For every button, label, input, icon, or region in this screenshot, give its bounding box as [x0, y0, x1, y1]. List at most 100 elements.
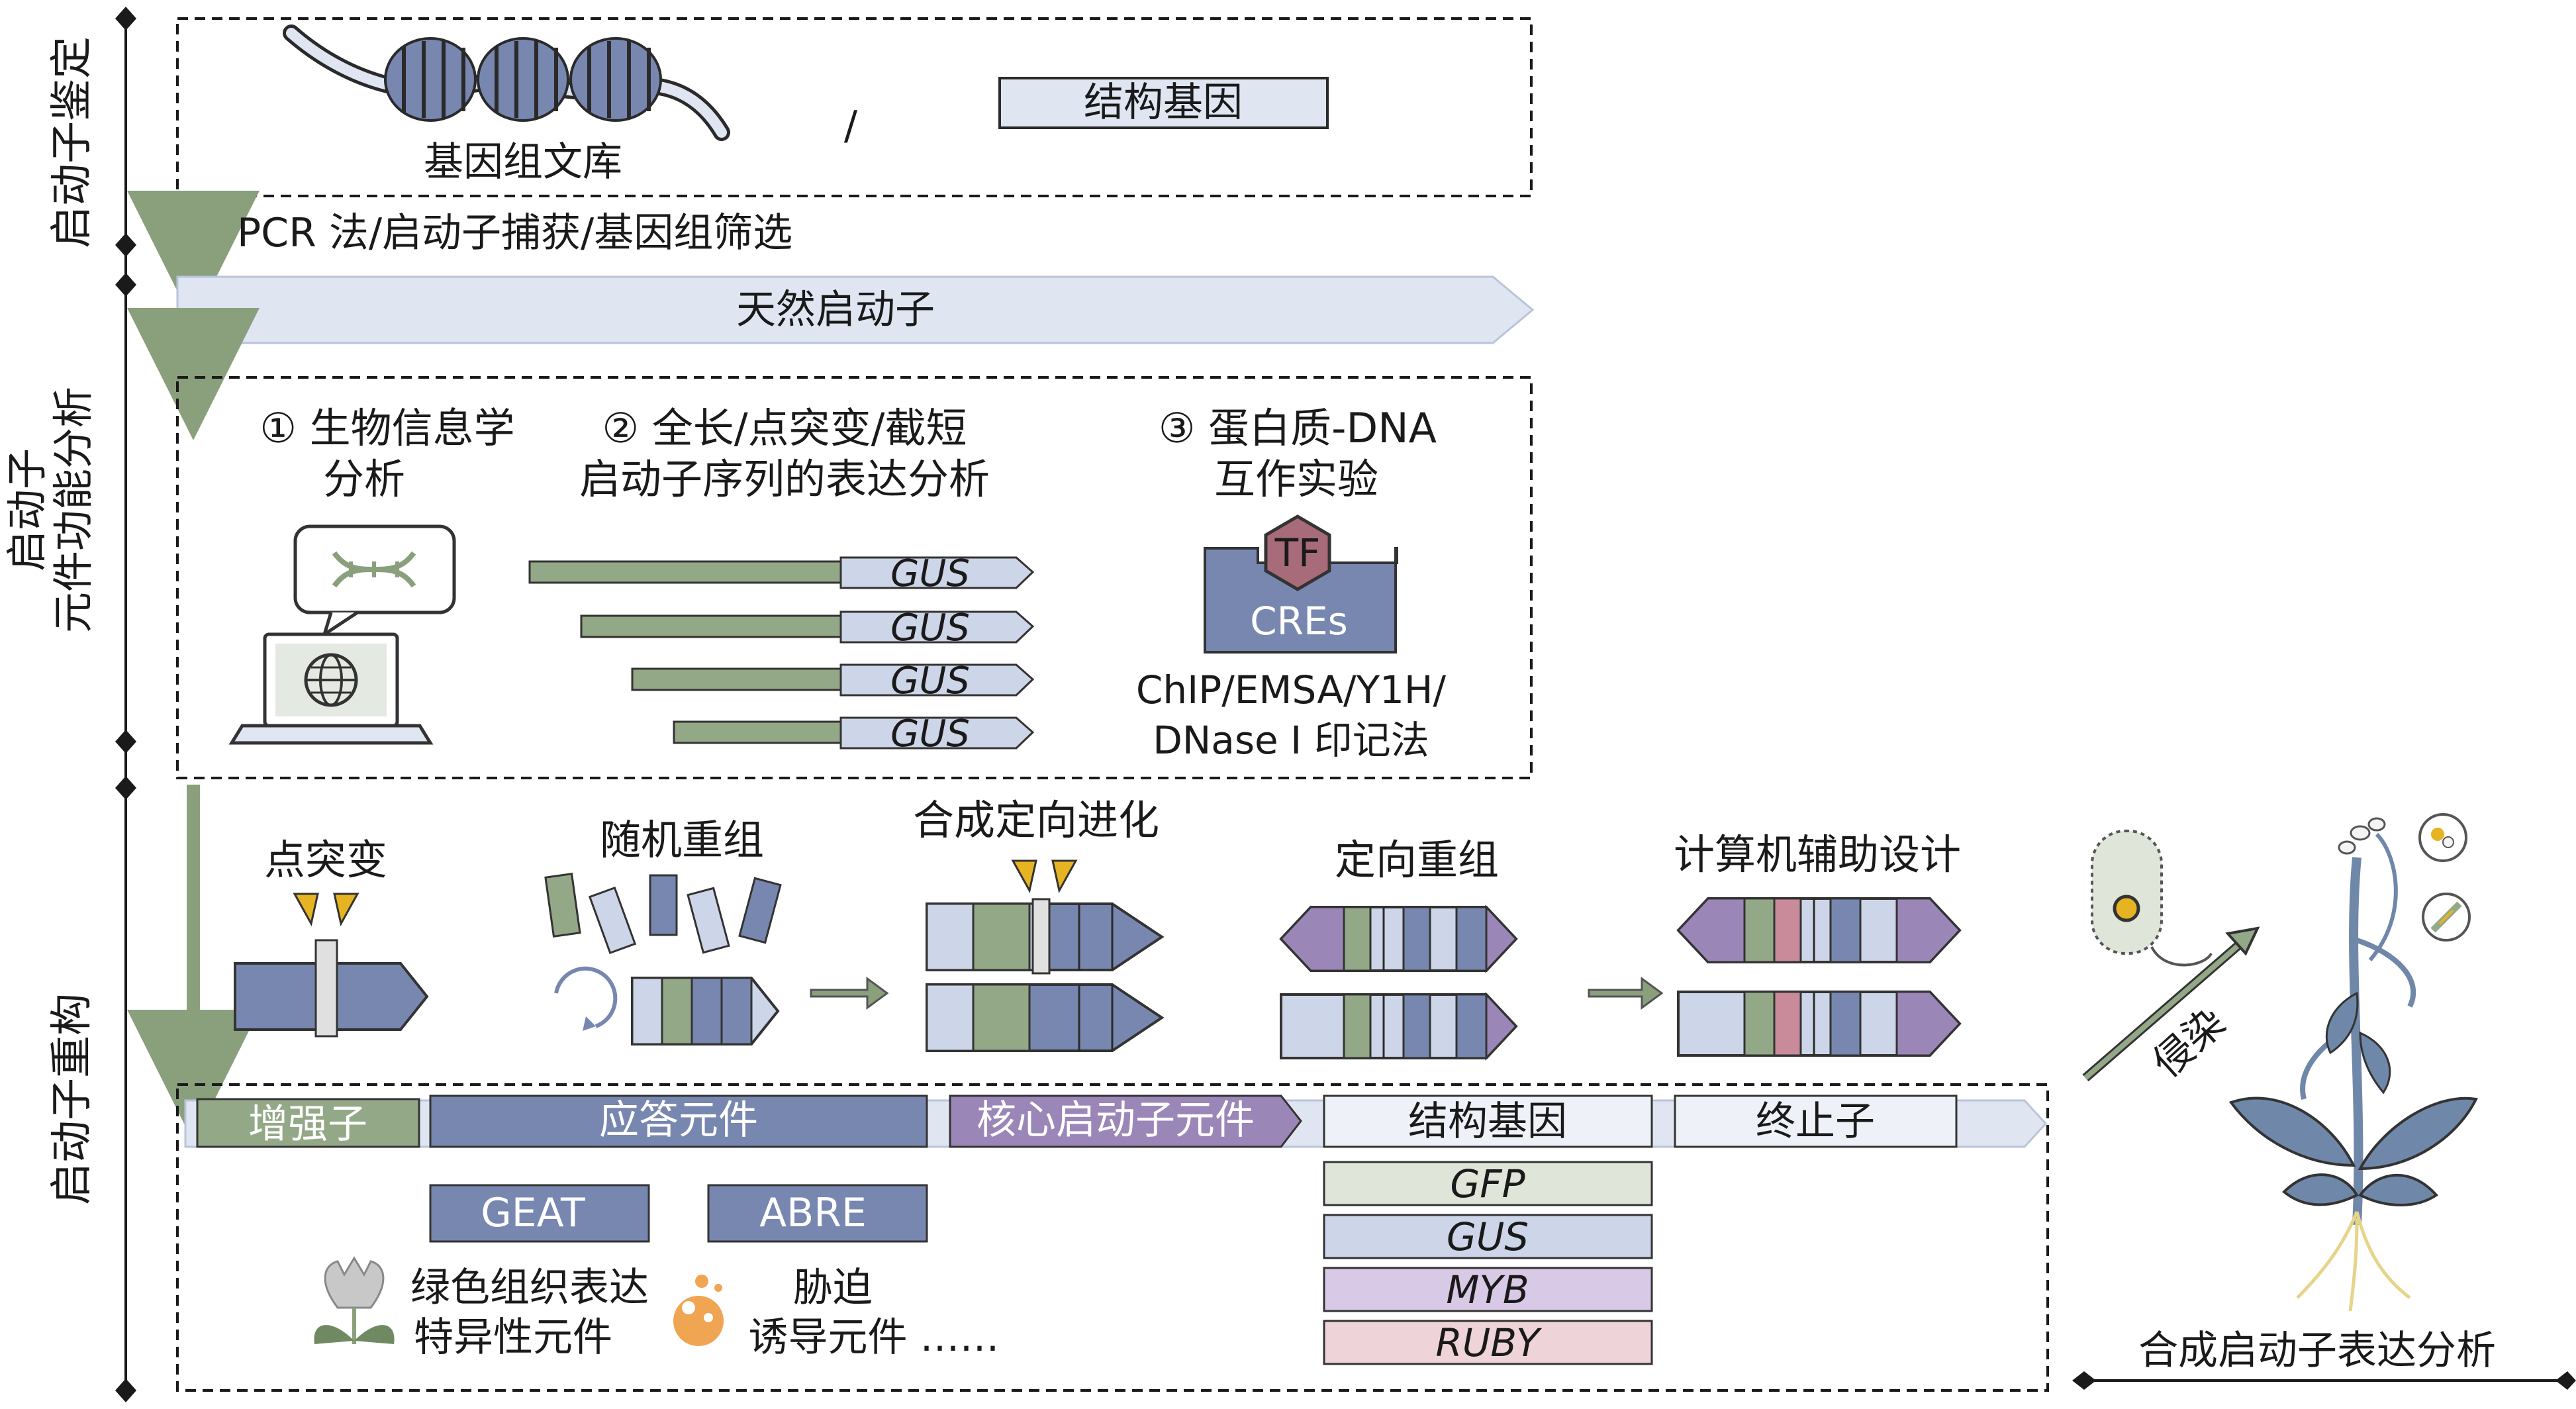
directed-recomb-icon	[1279, 904, 1518, 1061]
section-identification: 启动子鉴定	[48, 36, 97, 248]
analysis-frame	[176, 376, 1533, 779]
reconstruction-methods: 点突变 随机重组 合成定向进化	[234, 796, 1962, 1061]
axis-diamond	[115, 233, 136, 257]
natural-promoter-label: 天然启动子	[736, 287, 935, 333]
terminator-box	[1674, 1094, 1958, 1148]
tulip-icon	[314, 1256, 395, 1344]
stress-line-2: 诱导元件 ……	[748, 1314, 999, 1361]
expr-title-2: 启动子序列的表达分析	[579, 455, 990, 503]
ruby-label: RUBY	[1436, 1320, 1543, 1365]
green-tissue-line-1: 绿色组织表达	[410, 1265, 649, 1311]
section-analysis-line2: 元件功能分析	[49, 387, 97, 633]
identification-frame	[176, 17, 1533, 197]
pd-title-2: 互作实验	[1214, 455, 1378, 503]
structural-gene-label: 结构基因	[1084, 79, 1243, 126]
slash-label: /	[844, 103, 858, 149]
stress-icon	[673, 1275, 724, 1346]
axis-diamond	[2072, 1371, 2096, 1390]
gfp-label: GFP	[1450, 1161, 1525, 1206]
structural-gene-box	[998, 77, 1329, 129]
enhancer-box	[196, 1098, 420, 1148]
random-recomb-title: 随机重组	[600, 816, 764, 864]
construct-panel: 增强子 应答元件 核心启动子元件 结构基因 终止子 GEAT ABRE 绿色组织…	[176, 1083, 2049, 1392]
response-element-label: 应答元件	[599, 1097, 758, 1143]
axis-diamond	[115, 730, 136, 753]
dna-icon	[332, 551, 416, 588]
core-promoter-box	[949, 1094, 1302, 1148]
cre-block	[1204, 547, 1398, 654]
nucleosome	[384, 37, 477, 122]
gus-label: GUS	[890, 552, 970, 595]
flow-arrow	[810, 977, 889, 1010]
ruby-box	[1323, 1320, 1653, 1365]
computer-design-icon	[1676, 897, 1962, 1057]
abre-label: ABRE	[759, 1190, 867, 1236]
plant-icon	[2228, 817, 2479, 1312]
assay-line-1: ChIP/EMSA/Y1H/	[1136, 667, 1447, 712]
library-label: 基因组文库	[424, 139, 622, 185]
gus-box	[839, 663, 1035, 697]
pd-title-1: ③ 蛋白质-DNA	[1159, 404, 1437, 452]
promoter-bar	[528, 560, 842, 584]
directed-evolution-icon	[926, 859, 1165, 1052]
response-element-box	[429, 1094, 928, 1148]
promoter-bar	[631, 667, 842, 691]
gus-label: GUS	[890, 712, 970, 755]
left-axis: 启动子鉴定 启动子 元件功能分析 启动子重构	[3, 7, 136, 1402]
bio-title-2: 分析	[323, 455, 405, 503]
directed-evolution-title: 合成定向进化	[913, 796, 1159, 844]
computer-design-title: 计算机辅助设计	[1674, 830, 1961, 879]
gfp-box	[1323, 1161, 1653, 1206]
gus-box	[839, 556, 1035, 589]
globe-icon	[304, 653, 358, 707]
structural-gene-label-2: 结构基因	[1408, 1098, 1567, 1145]
laptop-base	[228, 724, 434, 745]
genomic-library-icon	[283, 24, 730, 141]
flow-arrow	[1588, 977, 1664, 1010]
gus-reporter-box	[1323, 1214, 1653, 1259]
structural-gene-box	[1323, 1094, 1653, 1148]
axis-diamond	[115, 1379, 136, 1402]
construct-frame	[176, 1083, 2049, 1392]
myb-box	[1323, 1267, 1653, 1312]
infection-arrow	[2083, 938, 2246, 1081]
flower-detail-icon	[2418, 813, 2471, 942]
green-tissue-line-2: 特异性元件	[414, 1314, 612, 1361]
gus-reporter-label: GUS	[1447, 1214, 1529, 1259]
laptop-icon	[228, 524, 456, 745]
axis-diamond	[2555, 1371, 2576, 1390]
axis-diamond	[115, 7, 136, 30]
axis-diamond	[115, 273, 136, 297]
expr-title-1: ② 全长/点突变/截短	[602, 404, 967, 452]
identification-panel: 基因组文库 / 结构基因	[176, 17, 1533, 197]
myb-label: MYB	[1446, 1267, 1529, 1312]
gus-box	[839, 716, 1035, 750]
cres-label: CREs	[1250, 599, 1348, 644]
assay-line-2: DNase I 印记法	[1153, 718, 1429, 763]
nucleosome	[569, 37, 662, 122]
terminator-label: 终止子	[1756, 1098, 1875, 1145]
section-analysis-line1: 启动子	[3, 448, 51, 571]
stress-line-1: 胁迫	[793, 1265, 873, 1311]
random-recomb-icon	[544, 872, 782, 1045]
axis-diamond	[115, 776, 136, 800]
expression-analysis-label: 合成启动子表达分析	[2138, 1328, 2496, 1374]
promoter-bar	[580, 614, 842, 638]
analysis-panel: ① 生物信息学 分析 ② 全长/点突变/截短 启动子序列	[176, 376, 1533, 779]
gus-box	[839, 610, 1035, 644]
section-reconstruction: 启动子重构	[48, 993, 97, 1205]
infection-panel: 侵染	[2082, 813, 2479, 1312]
directed-recomb-title: 定向重组	[1335, 836, 1499, 884]
enhancer-label: 增强子	[248, 1101, 367, 1147]
core-promoter-label: 核心启动子元件	[977, 1097, 1255, 1143]
truncation-constructs: GUS GUS GUS GUS	[528, 552, 1035, 755]
abre-box	[707, 1184, 928, 1243]
promoter-bar	[673, 720, 842, 744]
cycle-icon	[554, 966, 618, 1028]
methods-label: PCR 法/启动子捕获/基因组筛选	[237, 210, 792, 256]
tf-label: TF	[1274, 530, 1321, 575]
nucleosome	[477, 37, 569, 122]
point-mutation-title: 点突变	[264, 836, 387, 884]
bio-title-1: ① 生物信息学	[260, 404, 514, 452]
